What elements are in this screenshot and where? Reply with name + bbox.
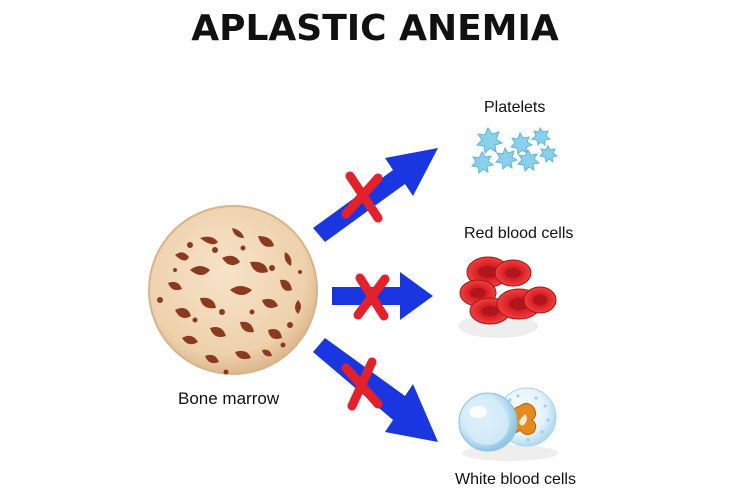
red-blood-cells-label: Red blood cells: [464, 225, 574, 242]
platelets-icon: [470, 126, 559, 175]
white-blood-cells-label: White blood cells: [455, 471, 576, 488]
bone-marrow-icon: [148, 205, 318, 375]
page-title: APLASTIC ANEMIA: [191, 8, 559, 49]
bone-marrow-label: Bone marrow: [178, 389, 280, 408]
red-blood-cells-icon: [458, 256, 557, 338]
cross-icon: [341, 171, 390, 411]
white-blood-cells-icon: [458, 387, 558, 461]
platelets-label: Platelets: [484, 99, 546, 116]
